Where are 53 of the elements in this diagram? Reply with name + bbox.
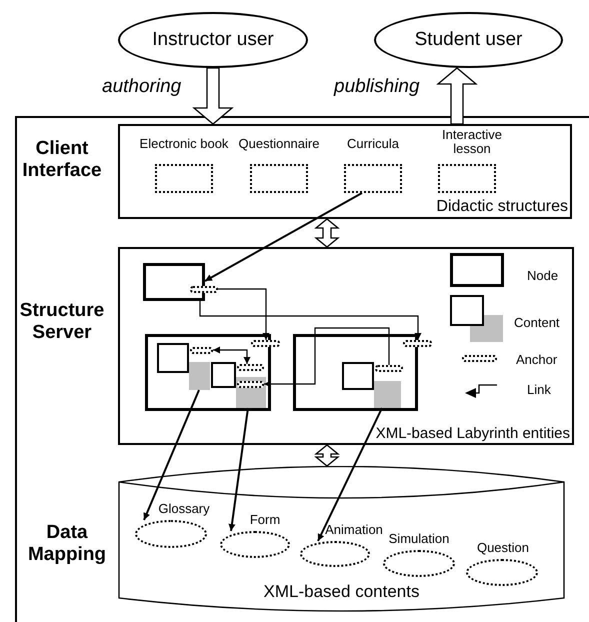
block-arrow	[436, 67, 478, 125]
anchor-marker	[237, 364, 264, 371]
item-label: Electronic book	[139, 137, 229, 151]
legend-label: Node	[527, 268, 558, 283]
link-arrow	[264, 327, 390, 388]
block-arrow	[314, 444, 340, 467]
content-label: Simulation	[388, 532, 450, 546]
link-arrow	[213, 346, 250, 364]
link-arrow	[143, 390, 200, 520]
legend-label: Anchor	[516, 352, 558, 367]
content-label: Animation	[324, 523, 384, 537]
node-box	[293, 334, 418, 411]
anchor-marker	[251, 340, 280, 347]
anchor-marker	[403, 340, 432, 347]
link-arrow	[218, 288, 270, 340]
cylinder-caption: XML-based contents	[262, 582, 420, 602]
block-arrow	[314, 218, 340, 248]
edge-label: authoring	[102, 76, 182, 98]
layer-label: Structure Server	[18, 300, 106, 344]
content-label: Glossary	[157, 502, 211, 516]
content-label: Form	[248, 513, 282, 527]
anchor-marker	[190, 286, 218, 293]
content-label: Question	[476, 541, 530, 555]
link-arrow	[317, 408, 383, 542]
link-arrow	[228, 408, 249, 532]
panel-caption: Didactic structures	[436, 198, 568, 216]
node-box	[145, 334, 271, 411]
block-arrow	[192, 67, 234, 125]
panel-caption: XML-based Labyrinth entities	[376, 425, 570, 442]
content-block	[189, 362, 210, 390]
edge-label: publishing	[334, 76, 420, 98]
item-label: Curricula	[346, 137, 400, 151]
legend-label: Content	[514, 315, 560, 330]
anchor-marker	[190, 347, 213, 354]
content-block	[374, 381, 401, 408]
anchor-marker	[375, 365, 403, 372]
actor-ellipse: Student user	[374, 12, 563, 68]
inner-node-box	[157, 343, 189, 373]
layer-label: Data Mapping	[26, 522, 108, 566]
item-label: Interactive lesson	[441, 128, 503, 156]
anchor-marker	[237, 381, 264, 388]
item-label: Questionnaire	[238, 137, 320, 151]
link-arrow	[204, 192, 362, 282]
layer-label: Client Interface	[21, 138, 103, 182]
inner-node-box	[211, 362, 236, 388]
link-arrow	[199, 301, 422, 340]
legend-label: Link	[527, 382, 551, 397]
content-block	[236, 377, 266, 408]
node-box	[143, 263, 205, 301]
inner-node-box	[342, 362, 374, 390]
actor-ellipse: Instructor user	[118, 12, 308, 68]
layer-panel	[118, 124, 572, 219]
layer-panel	[118, 247, 574, 445]
